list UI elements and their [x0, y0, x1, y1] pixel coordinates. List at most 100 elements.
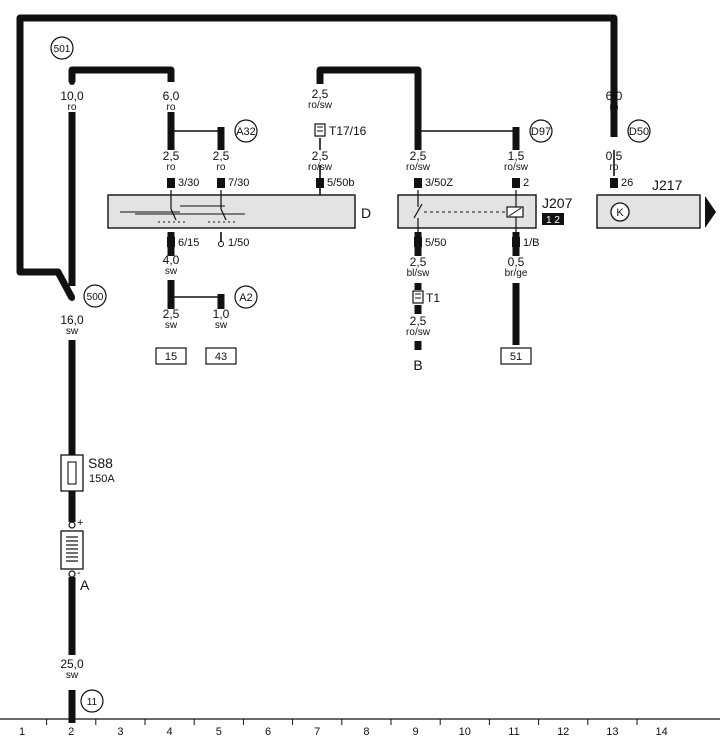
connector-t17: T17/16: [314, 123, 367, 138]
wire-color: ro/sw: [504, 162, 529, 173]
ruler-ticks: [46, 719, 638, 725]
junction-dots: [69, 79, 75, 301]
component-j207-badge: 1 2: [546, 215, 560, 226]
connector-t17-label: T17/16: [329, 124, 367, 138]
svg-text:A2: A2: [239, 292, 252, 304]
wire-size: 2,5: [410, 149, 427, 163]
wire-size: 16,0: [60, 313, 84, 327]
component-b-label: B: [413, 357, 422, 373]
battery-label: A: [80, 577, 90, 593]
pin-label: 5/50: [425, 237, 446, 249]
ruler-number: 9: [413, 726, 419, 738]
pin-label: 5/50b: [327, 177, 355, 189]
pin-markers: 3/30 7/30 5/50b 3/50Z 2 26 6/15 1/50 5/5…: [167, 177, 633, 249]
component-j217: K J217: [596, 177, 716, 229]
svg-text:D97: D97: [531, 126, 551, 138]
bubble-a32: A32: [234, 119, 258, 143]
svg-text:500: 500: [87, 292, 104, 303]
wire-color: sw: [66, 670, 79, 681]
component-j207: J207 1 2: [397, 190, 573, 232]
component-j207-label: J207: [542, 195, 573, 211]
terminal-43: 43: [215, 351, 227, 363]
wire-size: 0,5: [508, 255, 525, 269]
ruler-number: 11: [508, 726, 519, 738]
wire-size: 2,5: [213, 149, 230, 163]
component-d: D: [107, 190, 371, 229]
wire-color: ro/sw: [406, 162, 431, 173]
wire-color: sw: [66, 326, 79, 337]
ruler-number: 8: [363, 726, 369, 738]
pin-label: 2: [523, 177, 529, 189]
wire-size: 6,0: [606, 89, 623, 103]
pin-label: 26: [621, 177, 633, 189]
component-j217-label: J217: [652, 177, 683, 193]
wire-size: 1,0: [213, 307, 230, 321]
bubbles: 501 500 A32 D97 D50 A2 11: [50, 36, 651, 713]
wire-color: sw: [165, 320, 178, 331]
battery-a: + - A: [60, 517, 90, 593]
ruler-number: 10: [459, 726, 471, 738]
pin-label: 1/50: [228, 237, 249, 249]
bubble-d50: D50: [627, 119, 651, 143]
ruler-number: 2: [68, 726, 74, 738]
ruler-number: 5: [216, 726, 222, 738]
connector-t1-label: T1: [426, 291, 440, 305]
thick-wires: [16, 14, 618, 723]
pin-label: 6/15: [178, 237, 199, 249]
ruler-number: 6: [265, 726, 271, 738]
wire-col7-loop: [316, 66, 422, 150]
ruler-number: 7: [314, 726, 320, 738]
pin-label: 3/30: [178, 177, 199, 189]
wire-size: 2,5: [312, 87, 329, 101]
ruler-number: 13: [606, 726, 618, 738]
k-symbol: K: [616, 207, 624, 219]
wire-color: sw: [165, 266, 178, 277]
wire-color: ro: [68, 102, 77, 113]
pin-label: 1/B: [523, 237, 540, 249]
ruler-number: 1: [19, 726, 25, 738]
svg-text:A32: A32: [236, 126, 256, 138]
battery-minus: -: [77, 567, 81, 579]
ruler-number: 14: [655, 726, 667, 738]
bubble-11: 11: [80, 689, 104, 713]
wire-size: 6,0: [163, 89, 180, 103]
wire-color: ro/sw: [308, 100, 333, 111]
wire-size: 4,0: [163, 253, 180, 267]
pin-label: 3/50Z: [425, 177, 453, 189]
ruler-number: 4: [167, 726, 173, 738]
fuse-label: S88: [88, 455, 113, 471]
wire-size: 2,5: [163, 149, 180, 163]
wire-501-branch: [68, 66, 175, 82]
wire-top-loop: [16, 14, 618, 300]
terminal-15: 15: [165, 351, 177, 363]
wire-size: 2,5: [312, 149, 329, 163]
svg-text:D50: D50: [629, 126, 649, 138]
thin-a32: [171, 127, 222, 132]
wire-color: sw: [215, 320, 228, 331]
wire-size: 0,5: [606, 149, 623, 163]
battery-plus: +: [77, 517, 83, 529]
bubble-500: 500: [83, 284, 107, 308]
terminals: 15 43 51 B: [155, 347, 532, 373]
wire-color: ro: [610, 102, 619, 113]
bubble-d97: D97: [529, 119, 553, 143]
wire-labels: 10,0 ro 6,0 ro 2,5 ro/sw 6,0 ro 2,5 ro 2…: [60, 87, 622, 681]
wire-size: 2,5: [163, 307, 180, 321]
wire-size: 10,0: [60, 89, 84, 103]
wire-color: ro: [217, 162, 226, 173]
wire-color: br/ge: [505, 268, 528, 279]
wire-color: ro/sw: [406, 327, 431, 338]
svg-text:11: 11: [87, 697, 98, 708]
wire-size: 2,5: [410, 314, 427, 328]
wire-color: bl/sw: [407, 268, 431, 279]
wire-color: ro/sw: [308, 162, 333, 173]
continuation-arrow-icon: [705, 196, 716, 228]
ruler-number: 3: [117, 726, 123, 738]
fuse-s88: S88 150A: [60, 454, 115, 492]
wire-size: 1,5: [508, 149, 525, 163]
component-d-label: D: [361, 205, 371, 221]
wire-color: ro: [167, 162, 176, 173]
